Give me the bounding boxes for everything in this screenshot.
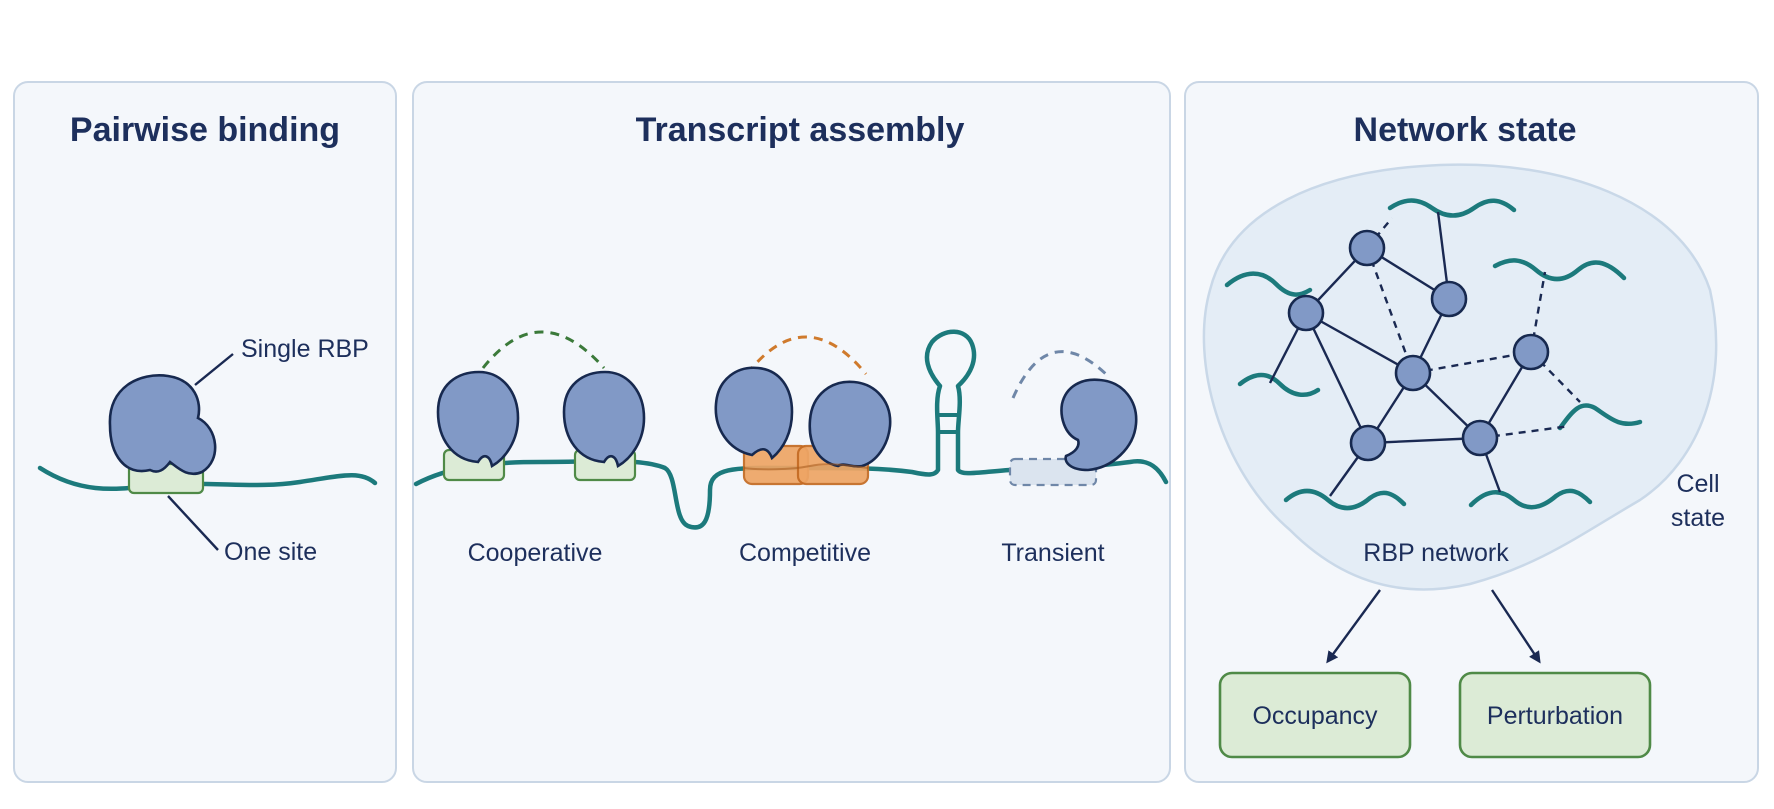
label-rbp-network: RBP network [1363, 539, 1509, 567]
panel-title-assembly: Transcript assembly [636, 111, 965, 149]
rna-strand-pairwise [37, 465, 378, 491]
panel-network-state: Network state [1184, 81, 1759, 783]
network-node [1394, 354, 1432, 392]
network-edge [1304, 312, 1370, 444]
panel-title-network: Network state [1354, 111, 1577, 149]
label-one-site: One site [224, 538, 317, 566]
network-node [1430, 280, 1468, 318]
label-state: state [1671, 504, 1725, 532]
label-transient: Transient [1001, 539, 1104, 567]
network-node [1349, 424, 1387, 462]
network-node [1461, 419, 1499, 457]
rna-wavy-left-mid [1237, 372, 1321, 398]
rna-wavy-right-mid [1557, 403, 1643, 431]
rbp-cooperative-left [436, 370, 520, 469]
rna-strand-assembly [413, 329, 1169, 530]
label-single-rbp: Single RBP [241, 335, 369, 363]
rbp-transient [1060, 378, 1138, 472]
label-occupancy: Occupancy [1252, 702, 1378, 730]
rbp-cooperative-right [562, 370, 646, 469]
rbp-competitive-left [714, 366, 794, 461]
competitive-interaction-arc [745, 335, 868, 375]
rna-wavy-bottom-right [1468, 488, 1593, 510]
competitive-overlap-strand [743, 463, 869, 471]
mode-competitive: Competitive [714, 335, 892, 567]
output-box-occupancy [1218, 671, 1412, 759]
panel-pairwise-binding: Pairwise binding Single RBP One site [13, 81, 397, 783]
network-edge-dashed [1412, 350, 1532, 375]
leader-single-rbp [194, 353, 234, 386]
network-edge-dashed [1530, 351, 1581, 403]
network-node [1348, 229, 1386, 267]
panel-transcript-assembly: Transcript assembly Cooperative Competit… [412, 81, 1171, 783]
rbp-competitive-right [808, 380, 892, 468]
panel-assembly-frame [412, 81, 1171, 783]
network-node [1512, 333, 1550, 371]
mode-cooperative: Cooperative [436, 330, 646, 567]
network-node [1287, 294, 1325, 332]
cell-state-boundary [1202, 163, 1718, 591]
mode-transient: Transient [1001, 350, 1138, 567]
network-edge-dashed [1365, 247, 1415, 374]
label-cell: Cell [1676, 470, 1719, 498]
network-edge [1367, 436, 1481, 445]
arrow-to-perturbation [1490, 589, 1541, 664]
label-cooperative: Cooperative [468, 539, 603, 567]
leader-one-site [167, 495, 219, 551]
transient-interaction-arc [1011, 350, 1110, 399]
rna-wavy-top [1387, 198, 1517, 218]
cooperative-interaction-arc [481, 330, 606, 369]
panel-title-pairwise: Pairwise binding [70, 111, 340, 149]
rna-wavy-left-top [1224, 271, 1313, 297]
network-edge [1305, 311, 1414, 375]
rbp-single [108, 374, 217, 476]
arrow-to-occupancy [1326, 589, 1381, 664]
rna-wavy-bottom-left [1283, 488, 1407, 511]
output-box-perturbation [1458, 671, 1652, 759]
rna-wavy-right-top [1492, 258, 1627, 282]
label-competitive: Competitive [739, 539, 871, 567]
label-perturbation: Perturbation [1487, 702, 1623, 730]
